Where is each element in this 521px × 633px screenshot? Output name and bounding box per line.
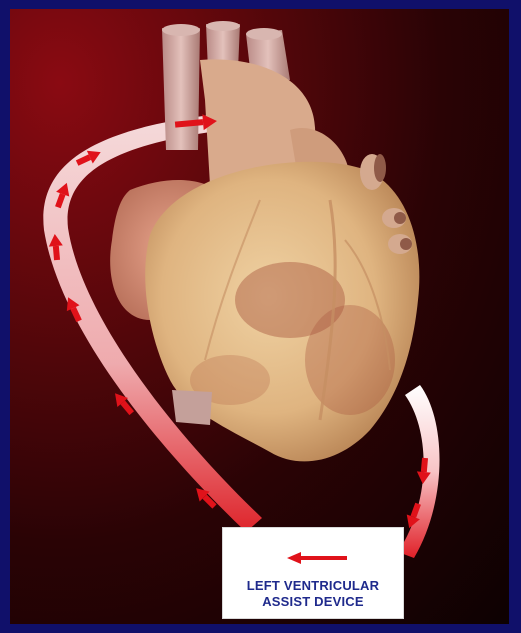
heart-illustration <box>145 154 419 461</box>
inflow-cannula-tube <box>398 385 440 558</box>
lvad-device-box: LEFT VENTRICULAR ASSIST DEVICE <box>222 527 404 619</box>
lvad-label-line1: LEFT VENTRICULAR <box>223 578 403 594</box>
lvad-label-line2: ASSIST DEVICE <box>223 594 403 610</box>
flow-arrow-icon <box>287 552 347 564</box>
lvad-label: LEFT VENTRICULAR ASSIST DEVICE <box>223 578 403 610</box>
